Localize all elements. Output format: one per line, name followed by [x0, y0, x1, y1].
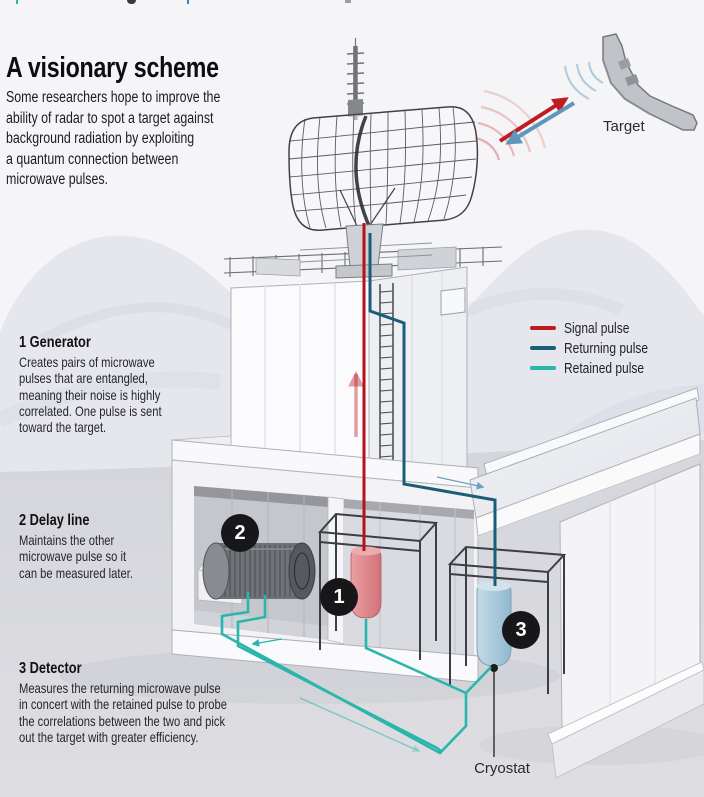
legend-item-retained: Retained pulse	[530, 359, 669, 377]
callout-generator: 1 Generator Creates pairs of microwave p…	[19, 334, 259, 435]
clipped-text-fragment	[16, 0, 18, 4]
delay-line-coil	[197, 542, 316, 605]
target-aircraft	[602, 33, 698, 131]
roof-equipment-box	[255, 257, 301, 277]
generator-frame	[317, 512, 439, 660]
intro-text: Some researchers hope to improve the abi…	[6, 89, 221, 188]
tower-window	[440, 287, 466, 316]
antenna-mast	[346, 38, 365, 120]
equipment-tower	[223, 246, 503, 480]
target-label: Target	[603, 118, 645, 135]
retained-pulse-line	[220, 592, 492, 755]
legend-label: Signal pulse	[564, 319, 630, 337]
retained-pulse-arrow-left	[251, 638, 283, 647]
badge-delay-line: 2	[221, 514, 259, 552]
wall-base-slab	[551, 669, 704, 779]
legend-item-signal: Signal pulse	[530, 319, 669, 337]
returning-pulse-arrow	[505, 101, 576, 145]
detector-frame	[447, 545, 567, 694]
radar-antenna	[288, 38, 479, 279]
legend-item-returning: Returning pulse	[530, 339, 669, 357]
badge-detector: 3	[502, 611, 540, 649]
retained-pulse-arrow-diagonal	[299, 697, 421, 753]
callout-detector: 3 Detector Measures the returning microw…	[19, 660, 259, 745]
callout-heading: 3 Detector	[19, 660, 82, 677]
radar-dish	[288, 105, 479, 232]
returning-pulse-line	[368, 233, 497, 586]
callout-body: Maintains the other microwave pulse so i…	[19, 532, 133, 581]
generator-cylinder	[350, 546, 382, 619]
returning-pulse-thin-arrow	[436, 476, 485, 490]
page-title: A visionary scheme	[6, 52, 219, 84]
cryostat-label: Cryostat	[474, 760, 530, 777]
pulse-legend: Signal pulse Returning pulse Retained pu…	[530, 320, 669, 380]
right-wing	[469, 387, 704, 779]
returning-pulse-swatch	[530, 345, 556, 351]
signal-pulse-swatch	[530, 325, 556, 331]
callout-heading: 1 Generator	[19, 334, 91, 351]
callout-body: Measures the returning microwave pulse i…	[19, 680, 227, 745]
retained-pulse-swatch	[530, 365, 556, 371]
signal-ripples	[474, 89, 547, 161]
clipped-text-fragment	[345, 0, 351, 3]
callout-body: Creates pairs of microwave pulses that a…	[19, 354, 162, 436]
return-ripples	[564, 61, 604, 100]
legend-label: Retained pulse	[564, 359, 645, 377]
callout-heading: 2 Delay line	[19, 512, 90, 529]
clipped-text-fragment	[127, 0, 136, 4]
clipped-text-fragment	[187, 0, 189, 4]
cryostat-leader-dot	[490, 664, 498, 672]
roof-equipment-box	[397, 246, 457, 271]
legend-label: Returning pulse	[564, 339, 649, 357]
badge-generator: 1	[320, 578, 358, 616]
callout-delay-line: 2 Delay line Maintains the other microwa…	[19, 512, 259, 581]
